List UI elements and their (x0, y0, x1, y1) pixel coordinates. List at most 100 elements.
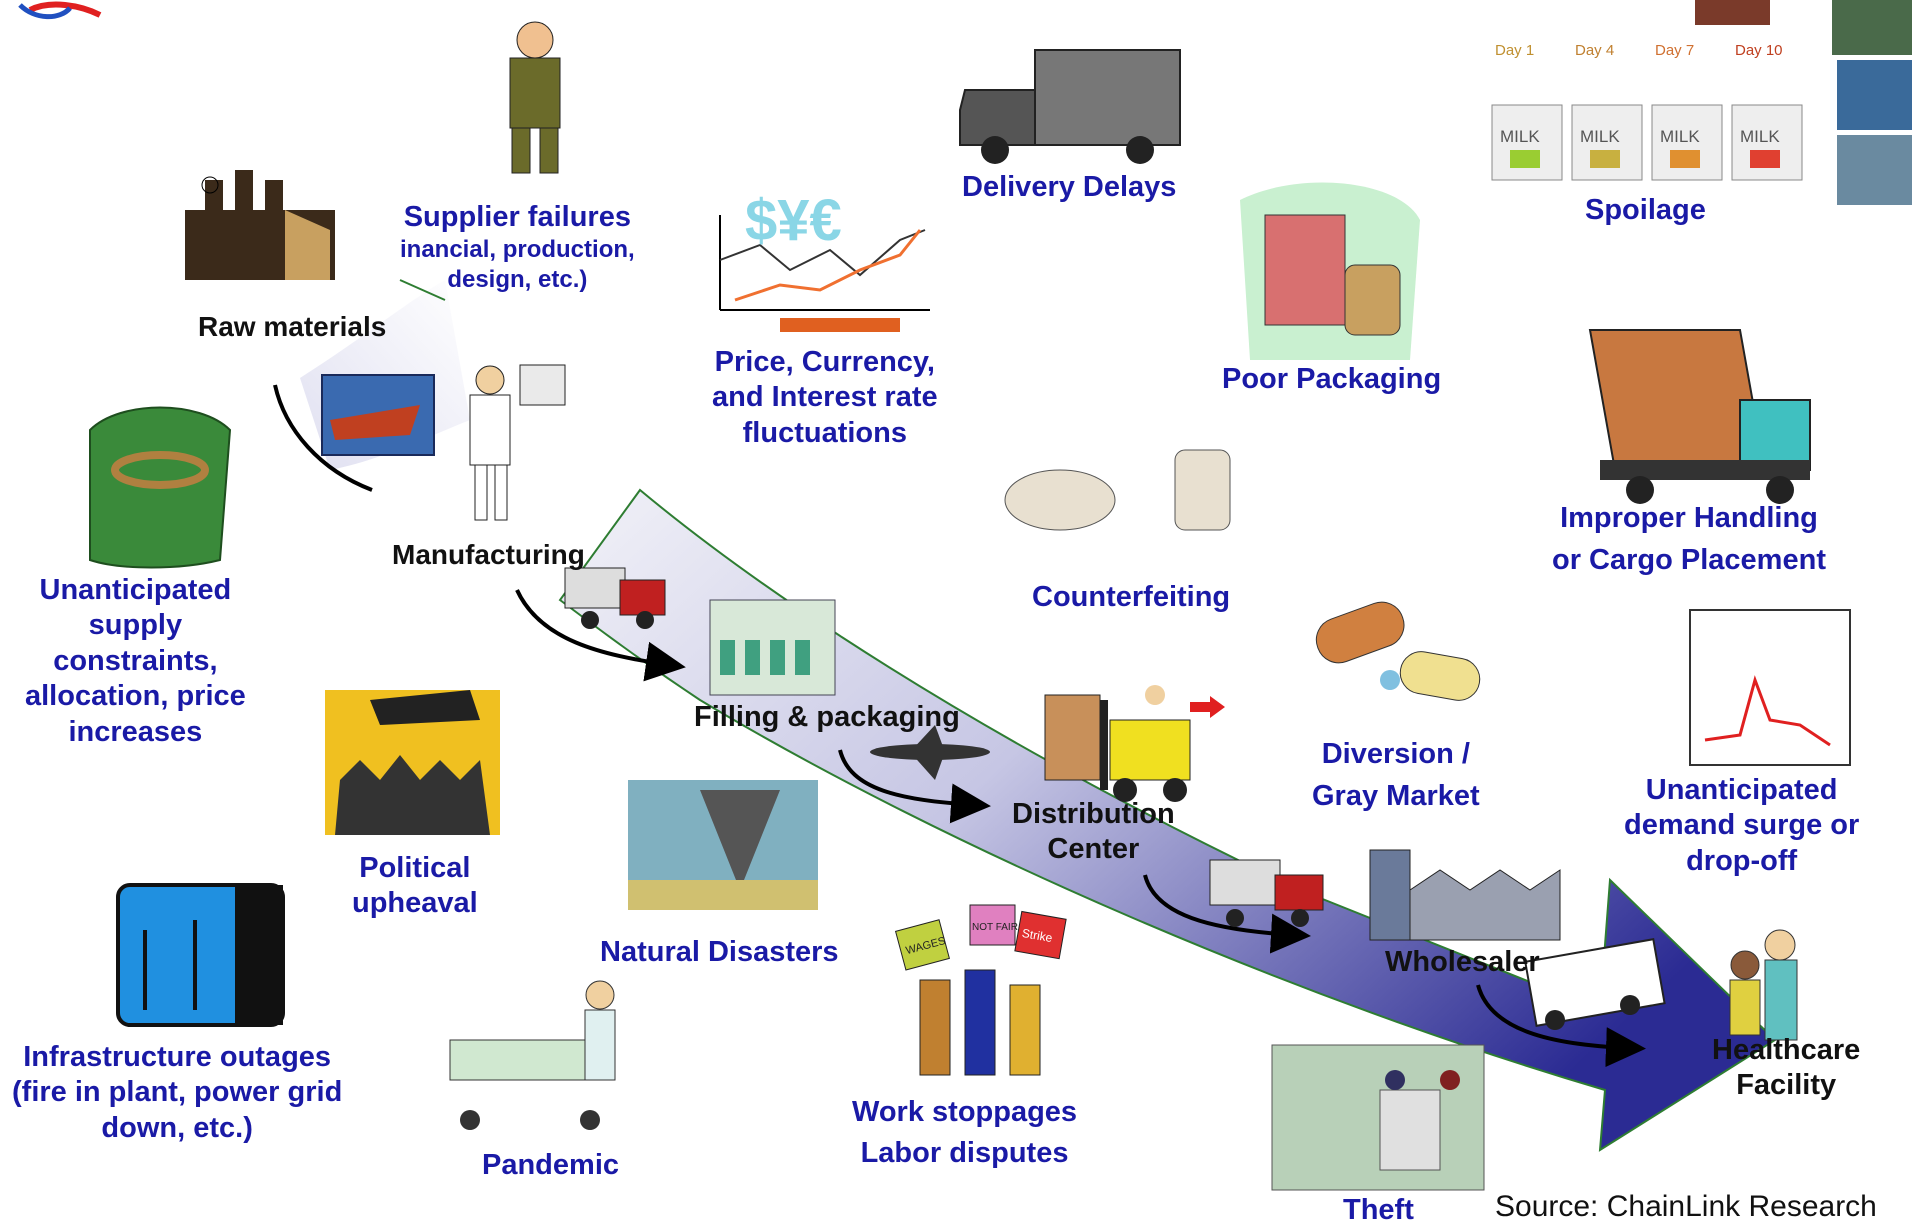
pill-bottles-icon (1004, 449, 1231, 531)
risk-theft: Theft (1343, 1194, 1414, 1226)
political-line-1: Political (359, 852, 471, 884)
distribution-line-1: Distribution (1012, 798, 1175, 830)
photo-strip-icon (1695, 0, 1912, 205)
source-credit: Source: ChainLink Research (1495, 1190, 1877, 1223)
stage-wholesaler: Wholesaler (1385, 946, 1540, 978)
flow-arrow-wholesaler-healthcare (1476, 984, 1646, 1068)
risk-price-fluctuations: Price, Currency, and Interest rate fluct… (712, 345, 938, 451)
logo-fragment (28, 1, 102, 18)
stage-healthcare-facility: Healthcare Facility (1712, 1033, 1860, 1104)
infra-line-3: down, etc.) (101, 1111, 253, 1144)
demand-line-3: drop-off (1686, 844, 1798, 877)
pills-icon (1315, 601, 1481, 701)
supplier-line-1: Supplier failures (403, 201, 631, 233)
tornado-icon (628, 780, 818, 910)
demand-line-1: Unanticipated (1645, 774, 1838, 806)
healthcare-line-2: Facility (1736, 1069, 1837, 1102)
risk-demand-surge: Unanticipated demand surge or drop-off (1624, 773, 1859, 879)
supply-line-2: supply (88, 609, 183, 642)
protest-sign-strike: Strike (1021, 926, 1054, 945)
supply-line-3: constraints, (53, 644, 218, 677)
van-icon (1524, 938, 1666, 1030)
healthcare-line-1: Healthcare (1712, 1034, 1861, 1066)
airplane-icon (870, 725, 990, 780)
milk-carton-label-4: MILK (1740, 127, 1780, 146)
handling-line-2: or Cargo Placement (1552, 544, 1826, 577)
infra-line-1: Infrastructure outages (23, 1041, 332, 1073)
milk-day-10: Day 10 (1735, 42, 1783, 59)
upper-flow-edge (399, 279, 446, 301)
supplier-line-3: design, etc.) (447, 265, 588, 293)
cargo-truck-icon (1588, 329, 1811, 504)
stage-filling-packaging: Filling & packaging (694, 701, 960, 733)
milk-day-4: Day 4 (1575, 42, 1614, 59)
risk-political-upheaval: Political upheaval (352, 851, 478, 922)
distribution-line-2: Center (1047, 833, 1140, 866)
supplier-line-2: inancial, production, (400, 236, 635, 264)
milk-carton-label-1: MILK (1500, 127, 1540, 146)
red-truck-2-icon (1209, 859, 1324, 927)
work-line-1: Work stoppages (852, 1096, 1078, 1128)
stage-manufacturing: Manufacturing (392, 539, 585, 570)
currency-symbols: $¥€ (745, 188, 842, 253)
demand-chart-icon (1689, 609, 1851, 766)
medicine-package-icon (1240, 182, 1420, 360)
milk-day-1: Day 1 (1495, 42, 1534, 59)
flow-arrow-distribution-wholesaler (1143, 874, 1311, 954)
power-grid-icon (116, 883, 285, 1027)
supply-line-1: Unanticipated (39, 574, 232, 606)
risk-supplier-failures: Supplier failures inancial, production, … (400, 200, 635, 294)
ship-picture-icon (321, 374, 435, 456)
factory-worker-icon (469, 364, 566, 521)
risk-spoilage: Spoilage (1585, 194, 1706, 226)
worried-man-icon (509, 21, 561, 174)
price-line-2: and Interest rate (712, 381, 938, 414)
flow-arrow-filling-distribution (838, 749, 991, 824)
red-truck-icon (564, 567, 666, 629)
risk-work-stoppages: Work stoppages Labor disputes (852, 1092, 1077, 1173)
diversion-line-1: Diversion / (1321, 738, 1470, 770)
nurse-patient-icon (1729, 929, 1798, 1041)
work-line-2: Labor disputes (860, 1136, 1069, 1169)
stage-distribution-center: Distribution Center (1012, 797, 1175, 868)
warehouse-icon (1369, 849, 1561, 941)
price-line-3: fluctuations (742, 416, 907, 449)
stretcher-icon (449, 980, 616, 1130)
milk-carton-label-2: MILK (1580, 127, 1620, 146)
milk-carton-label-3: MILK (1660, 127, 1700, 146)
flow-arrow-manufacturing-filling (515, 589, 686, 682)
protest-sign-not-fair: NOT FAIR (972, 922, 1018, 933)
forklift-icon (1044, 685, 1225, 802)
supply-line-5: increases (68, 715, 203, 748)
supply-line-4: allocation, price (25, 680, 246, 713)
milk-day-7: Day 7 (1655, 42, 1694, 59)
logo-fragment-blue (18, 3, 72, 20)
price-line-1: Price, Currency, (714, 346, 935, 378)
delivery-truck-icon (959, 49, 1181, 164)
political-upheaval-icon (325, 690, 500, 835)
risk-diversion-gray-market: Diversion / Gray Market (1312, 733, 1480, 817)
diversion-line-2: Gray Market (1312, 780, 1480, 813)
milk-cartons-icon (1491, 104, 1803, 181)
money-rope-icon (89, 406, 232, 569)
factory-icon (185, 170, 335, 280)
handling-line-1: Improper Handling (1560, 502, 1818, 534)
protesters-icon (894, 904, 1067, 1076)
theft-scene-icon (1271, 1044, 1485, 1191)
risk-pandemic: Pandemic (482, 1149, 619, 1181)
infra-line-2: (fire in plant, power grid (12, 1076, 343, 1109)
political-line-2: upheaval (352, 887, 478, 920)
risk-improper-handling: Improper Handling or Cargo Placement (1552, 497, 1826, 581)
risk-delivery-delays: Delivery Delays (962, 171, 1177, 203)
risk-counterfeiting: Counterfeiting (1032, 581, 1231, 613)
stage-raw-materials: Raw materials (198, 311, 387, 342)
filling-machine-icon (709, 599, 836, 696)
demand-line-2: demand surge or (1624, 809, 1860, 842)
risk-supply-constraints: Unanticipated supply constraints, alloca… (25, 573, 246, 750)
risk-infrastructure-outages: Infrastructure outages (fire in plant, p… (12, 1040, 342, 1146)
risk-poor-packaging: Poor Packaging (1222, 363, 1442, 395)
flow-arrow-raw-manufacturing (273, 384, 373, 492)
currency-chart-icon: $¥€ (719, 188, 930, 332)
risk-natural-disasters: Natural Disasters (600, 936, 839, 968)
